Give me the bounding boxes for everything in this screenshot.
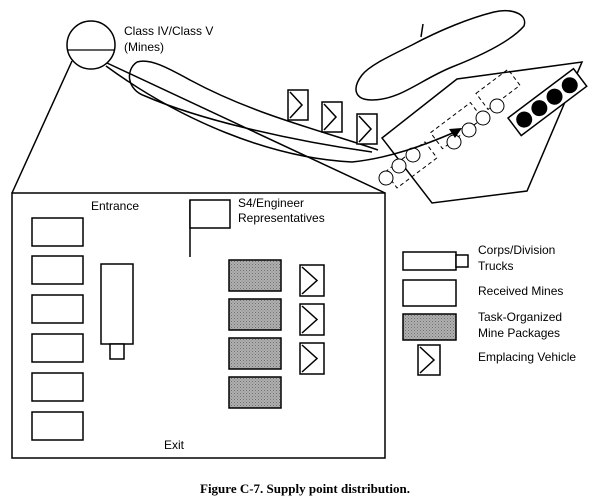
lane-wheel (378, 170, 394, 186)
lane-wheel (391, 158, 407, 174)
mine-truck (506, 67, 588, 137)
funnel-line-left (11, 60, 73, 194)
received-mines-box (31, 255, 84, 285)
mine-icon (561, 77, 578, 94)
mine-package-box (228, 298, 282, 331)
legend-task-organized-line1: Task-Organized (478, 310, 562, 324)
emplacing-vehicle-icon (299, 264, 325, 297)
flag-icon (189, 199, 231, 257)
legend-mine-package-icon (402, 313, 457, 341)
legend: Corps/Division Trucks Received Mines Tas… (402, 243, 576, 376)
mine-package-box (228, 337, 282, 370)
mine-package-box (228, 376, 282, 409)
received-mines-box (31, 294, 84, 324)
truck-icon (100, 263, 134, 360)
terrain-blob (355, 10, 526, 101)
legend-received-mines-icon (402, 279, 457, 307)
legend-emplacing-vehicle-label: Emplacing Vehicle (478, 350, 576, 364)
received-mines-box (31, 372, 84, 402)
route-arrow (105, 65, 456, 163)
lane-wheel (475, 110, 491, 126)
emplacing-vehicle-icon (287, 89, 309, 121)
mine-package-box (228, 259, 282, 292)
exit-label: Exit (164, 438, 185, 452)
s4-engineer-label-line1: S4/Engineer (238, 196, 304, 210)
supply-point-label-line2: (Mines) (124, 40, 164, 54)
legend-trucks-line1: Corps/Division (478, 243, 555, 257)
received-mines-box (31, 333, 84, 363)
received-mines-box (31, 217, 84, 247)
entrance-label: Entrance (91, 199, 139, 213)
staging-area (380, 61, 584, 204)
supply-point-icon (66, 20, 116, 70)
supply-point-label-line1: Class IV/Class V (124, 24, 213, 38)
mine-icon (531, 100, 548, 117)
terrain-mark (420, 23, 424, 38)
legend-received-mines-label: Received Mines (478, 284, 563, 298)
loop-road-outer (136, 60, 379, 151)
legend-task-organized-line2: Mine Packages (478, 326, 560, 340)
legend-emplacing-vehicle-icon (417, 344, 441, 376)
legend-truck-icon (402, 251, 469, 271)
mine-icon (516, 111, 533, 128)
truck-lane (378, 68, 521, 189)
mine-icon (546, 88, 563, 105)
route-arrowhead (449, 128, 462, 138)
received-mines-box (31, 411, 84, 441)
s4-engineer-label-line2: Representatives (238, 211, 325, 225)
legend-trucks-line2: Trucks (478, 259, 514, 273)
lane-wheel (489, 98, 505, 114)
loop-road (128, 61, 373, 153)
supply-yard (11, 192, 386, 459)
emplacing-vehicle-icon (299, 303, 325, 336)
emplacing-vehicle-icon (356, 113, 378, 145)
emplacing-vehicle-icon (299, 342, 325, 375)
lane-wheel (446, 134, 462, 150)
figure-caption: Figure C-7. Supply point distribution. (200, 481, 410, 496)
emplacing-vehicle-icon (321, 101, 343, 133)
lane-wheel (461, 122, 477, 138)
